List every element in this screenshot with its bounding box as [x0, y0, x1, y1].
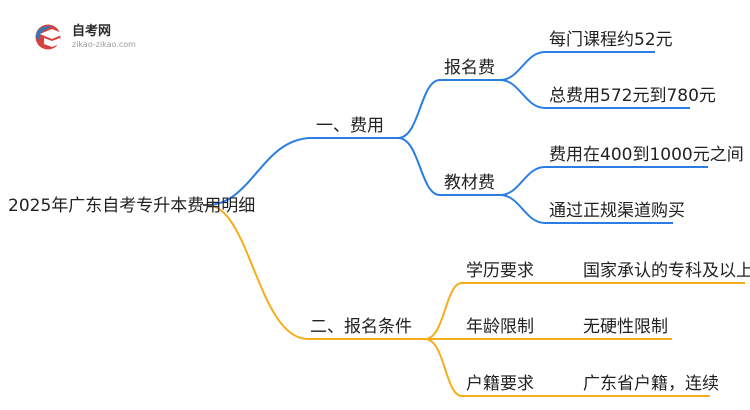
registration-item-total: 总费用572元到780元	[549, 86, 716, 106]
brand-name: 自考网	[72, 23, 111, 39]
connector-cond-to-education	[424, 282, 463, 340]
condition-residence-label: 户籍要求	[466, 374, 534, 394]
brand-logo: 自考网 zikao-zikao.com	[35, 23, 136, 50]
materials-item-range: 费用在400到1000元之间	[549, 145, 744, 165]
connector-fee-to-registration	[397, 79, 441, 139]
fee-registration-label: 报名费	[444, 58, 495, 78]
connector-cond-to-residence	[424, 338, 463, 397]
condition-age-label: 年龄限制	[466, 317, 534, 337]
connector-fee-to-materials	[397, 137, 441, 196]
registration-item-per-course: 每门课程约52元	[549, 30, 673, 50]
branch-fee-label: 一、费用	[316, 116, 384, 136]
fee-materials-label: 教材费	[444, 173, 495, 193]
branch-fee-connectors	[206, 51, 708, 224]
branch-conditions-label: 二、报名条件	[310, 317, 412, 337]
connector-root-to-fee	[206, 137, 313, 206]
branch-conditions-connectors	[206, 204, 745, 397]
connector-mat-to-item2	[499, 194, 546, 224]
brand-url: zikao-zikao.com	[72, 40, 136, 49]
condition-age-detail: 无硬性限制	[583, 317, 668, 337]
connector-mat-to-item1	[499, 166, 546, 196]
condition-residence-detail: 广东省户籍，连续	[583, 374, 719, 394]
root-topic: 2025年广东自考专升本费用明细	[8, 196, 255, 216]
connector-reg-to-item1	[499, 51, 546, 81]
graduation-cap-icon	[35, 24, 64, 50]
materials-item-channel: 通过正规渠道购买	[549, 201, 685, 221]
connector-reg-to-item2	[499, 79, 546, 109]
connector-root-to-conditions	[206, 204, 309, 340]
condition-education-detail: 国家承认的专科及以上学历	[583, 261, 750, 281]
condition-education-label: 学历要求	[466, 261, 534, 281]
